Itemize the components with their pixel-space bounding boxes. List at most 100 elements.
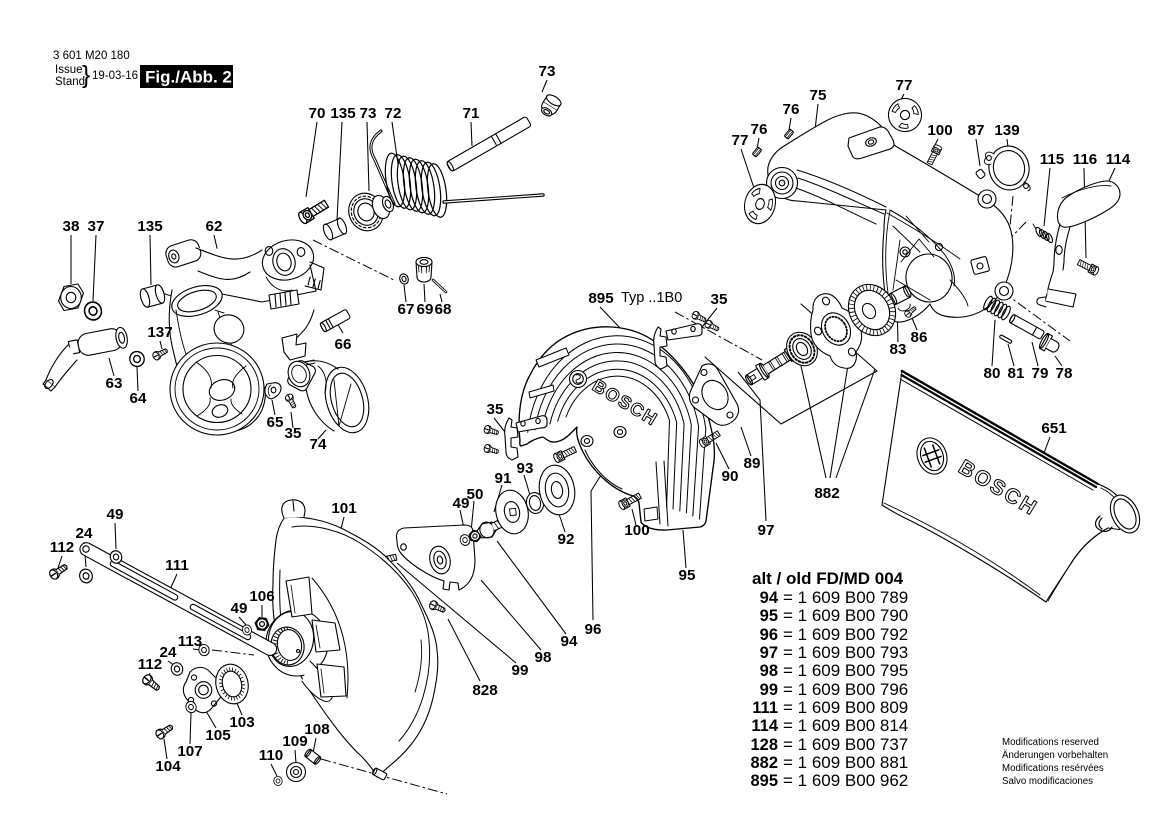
svg-text:Änderungen vorbehalten: Änderungen vorbehalten [1002,750,1108,761]
svg-text:76: 76 [751,121,768,138]
svg-text:112: 112 [50,539,75,556]
svg-text:= 1 609 B00 737: = 1 609 B00 737 [783,735,908,754]
svg-text:74: 74 [310,436,327,453]
svg-text:69: 69 [417,301,434,318]
svg-text:73: 73 [539,63,556,80]
svg-text:95: 95 [679,567,696,584]
svg-text:70: 70 [309,105,326,122]
svg-text:19-03-16: 19-03-16 [92,70,138,82]
svg-text:alt / old FD/MD 004: alt / old FD/MD 004 [752,569,904,588]
svg-text:73: 73 [360,105,377,122]
svg-text:135: 135 [330,105,356,122]
svg-text:882: 882 [814,485,839,502]
svg-text:75: 75 [810,87,827,104]
svg-text:89: 89 [744,455,761,472]
svg-text:895: 895 [588,290,614,307]
svg-text:135: 135 [137,218,163,235]
svg-text:828: 828 [472,682,497,699]
svg-text:65: 65 [267,414,284,431]
svg-text:97: 97 [760,644,778,662]
svg-text:93: 93 [517,460,534,477]
svg-text:= 1 609 B00 809: = 1 609 B00 809 [783,698,908,717]
svg-text:= 1 609 B00 796: = 1 609 B00 796 [783,680,908,699]
svg-text:92: 92 [558,531,575,548]
svg-text:Issue: Issue [55,64,83,76]
svg-text:80: 80 [984,365,1001,382]
svg-text:64: 64 [130,390,147,407]
svg-text:66: 66 [335,336,352,353]
svg-text:35: 35 [711,291,728,308]
svg-text:Stand: Stand [55,76,85,88]
svg-text:Fig./Abb. 2: Fig./Abb. 2 [145,68,232,87]
svg-text:= 1 609 B00 795: = 1 609 B00 795 [783,661,908,680]
svg-text:111: 111 [165,557,189,574]
svg-text:= 1 609 B00 792: = 1 609 B00 792 [783,625,908,644]
svg-text:= 1 609 B00 814: = 1 609 B00 814 [783,716,908,735]
svg-text:128: 128 [750,736,778,754]
svg-text:63: 63 [106,375,123,392]
svg-text:83: 83 [890,341,907,358]
svg-text:Salvo modificaciones: Salvo modificaciones [1002,776,1093,787]
svg-text:113: 113 [178,633,203,650]
svg-text:62: 62 [206,218,223,235]
svg-text:78: 78 [1056,365,1073,382]
svg-text:98: 98 [535,649,552,666]
svg-text:81: 81 [1008,365,1025,382]
svg-text:110: 110 [259,747,284,764]
svg-text:114: 114 [751,717,778,735]
svg-text:96: 96 [760,626,778,644]
svg-text:98: 98 [760,662,778,680]
svg-text:76: 76 [783,101,800,118]
svg-text:91: 91 [495,470,512,487]
svg-text:99: 99 [760,681,778,699]
svg-text:77: 77 [732,132,749,149]
svg-text:72: 72 [385,105,402,122]
svg-text:= 1 609 B00 790: = 1 609 B00 790 [783,606,908,625]
svg-text:}: } [82,61,90,89]
svg-text:Modifications resérvées: Modifications resérvées [1002,763,1104,774]
svg-text:Typ ..1B0: Typ ..1B0 [621,290,682,306]
svg-text:882: 882 [750,754,778,772]
svg-text:100: 100 [927,122,952,139]
svg-text:= 1 609 B00 962: = 1 609 B00 962 [783,771,908,790]
svg-text:79: 79 [1032,365,1049,382]
svg-text:895: 895 [750,772,778,790]
svg-text:139: 139 [994,122,1019,139]
svg-text:109: 109 [282,733,307,750]
svg-text:35: 35 [285,425,302,442]
svg-text:49: 49 [107,506,124,523]
svg-text:3 601 M20 180: 3 601 M20 180 [53,50,130,62]
svg-text:103: 103 [229,714,254,731]
svg-text:= 1 609 B00 881: = 1 609 B00 881 [783,753,908,772]
svg-text:68: 68 [435,301,452,318]
svg-text:24: 24 [76,525,93,542]
svg-text:104: 104 [155,758,181,775]
svg-text:90: 90 [722,468,739,485]
svg-text:96: 96 [585,621,602,638]
svg-text:67: 67 [398,301,415,318]
svg-text:137: 137 [147,324,172,341]
svg-text:105: 105 [205,727,231,744]
svg-text:37: 37 [88,218,105,235]
svg-text:24: 24 [160,644,177,661]
svg-text:97: 97 [758,522,775,539]
svg-text:99: 99 [512,662,529,679]
svg-text:651: 651 [1041,420,1067,437]
svg-text:35: 35 [487,401,504,418]
svg-text:111: 111 [752,699,778,717]
svg-text:50: 50 [467,486,484,503]
svg-text:101: 101 [331,500,357,517]
svg-text:87: 87 [968,122,985,139]
svg-text:86: 86 [911,329,928,346]
svg-text:49: 49 [231,600,248,617]
svg-text:71: 71 [463,105,480,122]
svg-text:108: 108 [304,721,329,738]
svg-text:= 1 609 B00 789: = 1 609 B00 789 [783,588,908,607]
svg-text:112: 112 [138,656,163,673]
svg-text:49: 49 [453,495,470,512]
svg-text:100: 100 [624,522,649,539]
svg-text:= 1 609 B00 793: = 1 609 B00 793 [783,643,908,662]
svg-text:115: 115 [1040,151,1065,168]
svg-text:116: 116 [1073,151,1098,168]
svg-text:106: 106 [249,588,274,605]
